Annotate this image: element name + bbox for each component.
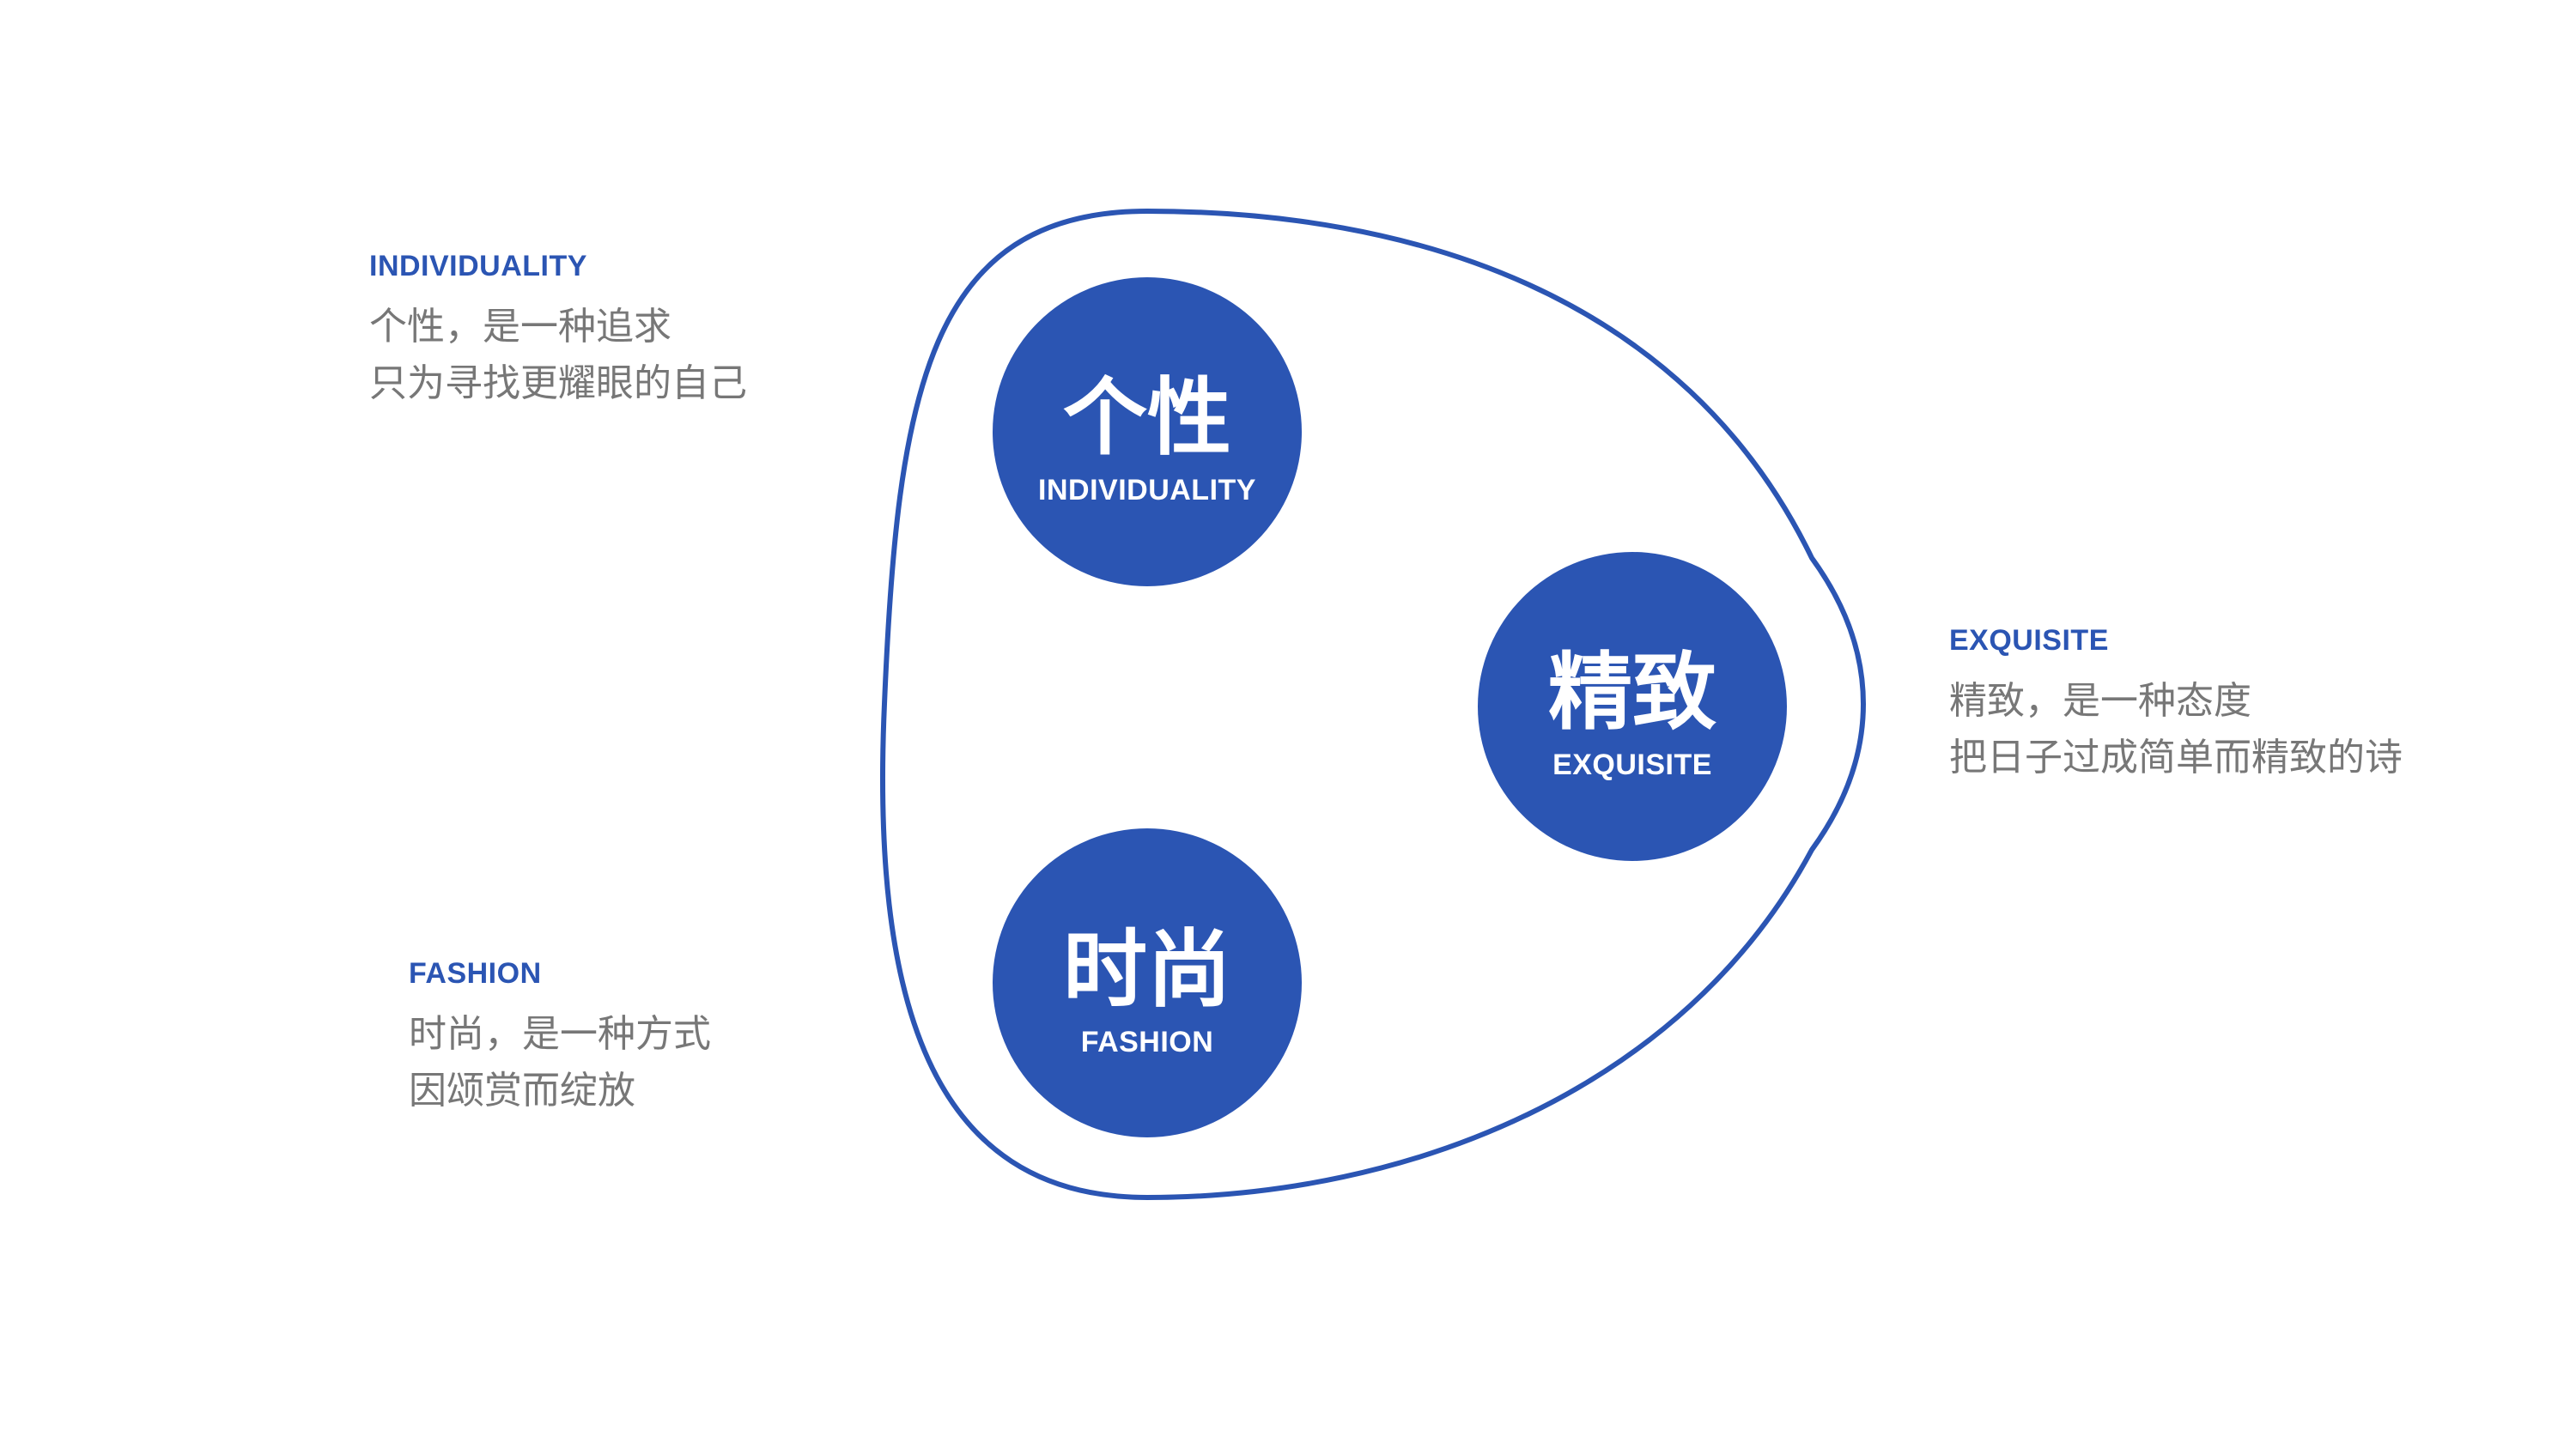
callout-individuality-line-2: 只为寻找更耀眼的自己 (369, 361, 747, 405)
callout-fashion-line-2: 因颂赏而绽放 (409, 1069, 635, 1113)
callout-exquisite-line-1: 精致，是一种态度 (1949, 679, 2251, 723)
node-individuality-en-label: INDIVIDUALITY (1038, 474, 1256, 506)
node-individuality-cn-label: 个性 (1063, 369, 1231, 467)
callout-exquisite-title: EXQUISITE (1949, 624, 2109, 657)
callout-individuality-line-1: 个性，是一种追求 (369, 305, 671, 349)
callout-exquisite: EXQUISITE 精致，是一种态度 把日子过成简单而精致的诗 (1949, 623, 2403, 786)
node-fashion-en-label: FASHION (1081, 1026, 1214, 1058)
node-exquisite: 精致 EXQUISITE (1478, 552, 1787, 861)
node-individuality-circle (993, 277, 1302, 586)
callout-individuality-title: INDIVIDUALITY (369, 250, 587, 282)
rounded-triangle-outline (880, 208, 1866, 1201)
node-individuality: 个性 INDIVIDUALITY (993, 277, 1302, 586)
callout-exquisite-line-2: 把日子过成简单而精致的诗 (1949, 736, 2403, 779)
node-fashion-cn-label: 时尚 (1063, 921, 1231, 1019)
node-exquisite-cn-label: 精致 (1548, 644, 1716, 742)
callout-fashion-title: FASHION (409, 957, 542, 990)
node-exquisite-circle (1478, 552, 1787, 861)
callout-fashion-line-1: 时尚，是一种方式 (409, 1012, 711, 1056)
node-fashion: 时尚 FASHION (993, 828, 1302, 1137)
node-fashion-circle (993, 828, 1302, 1137)
callout-fashion: FASHION 时尚，是一种方式 因颂赏而绽放 (409, 956, 711, 1119)
callout-individuality: INDIVIDUALITY 个性，是一种追求 只为寻找更耀眼的自己 (369, 249, 747, 412)
node-exquisite-en-label: EXQUISITE (1552, 749, 1712, 781)
